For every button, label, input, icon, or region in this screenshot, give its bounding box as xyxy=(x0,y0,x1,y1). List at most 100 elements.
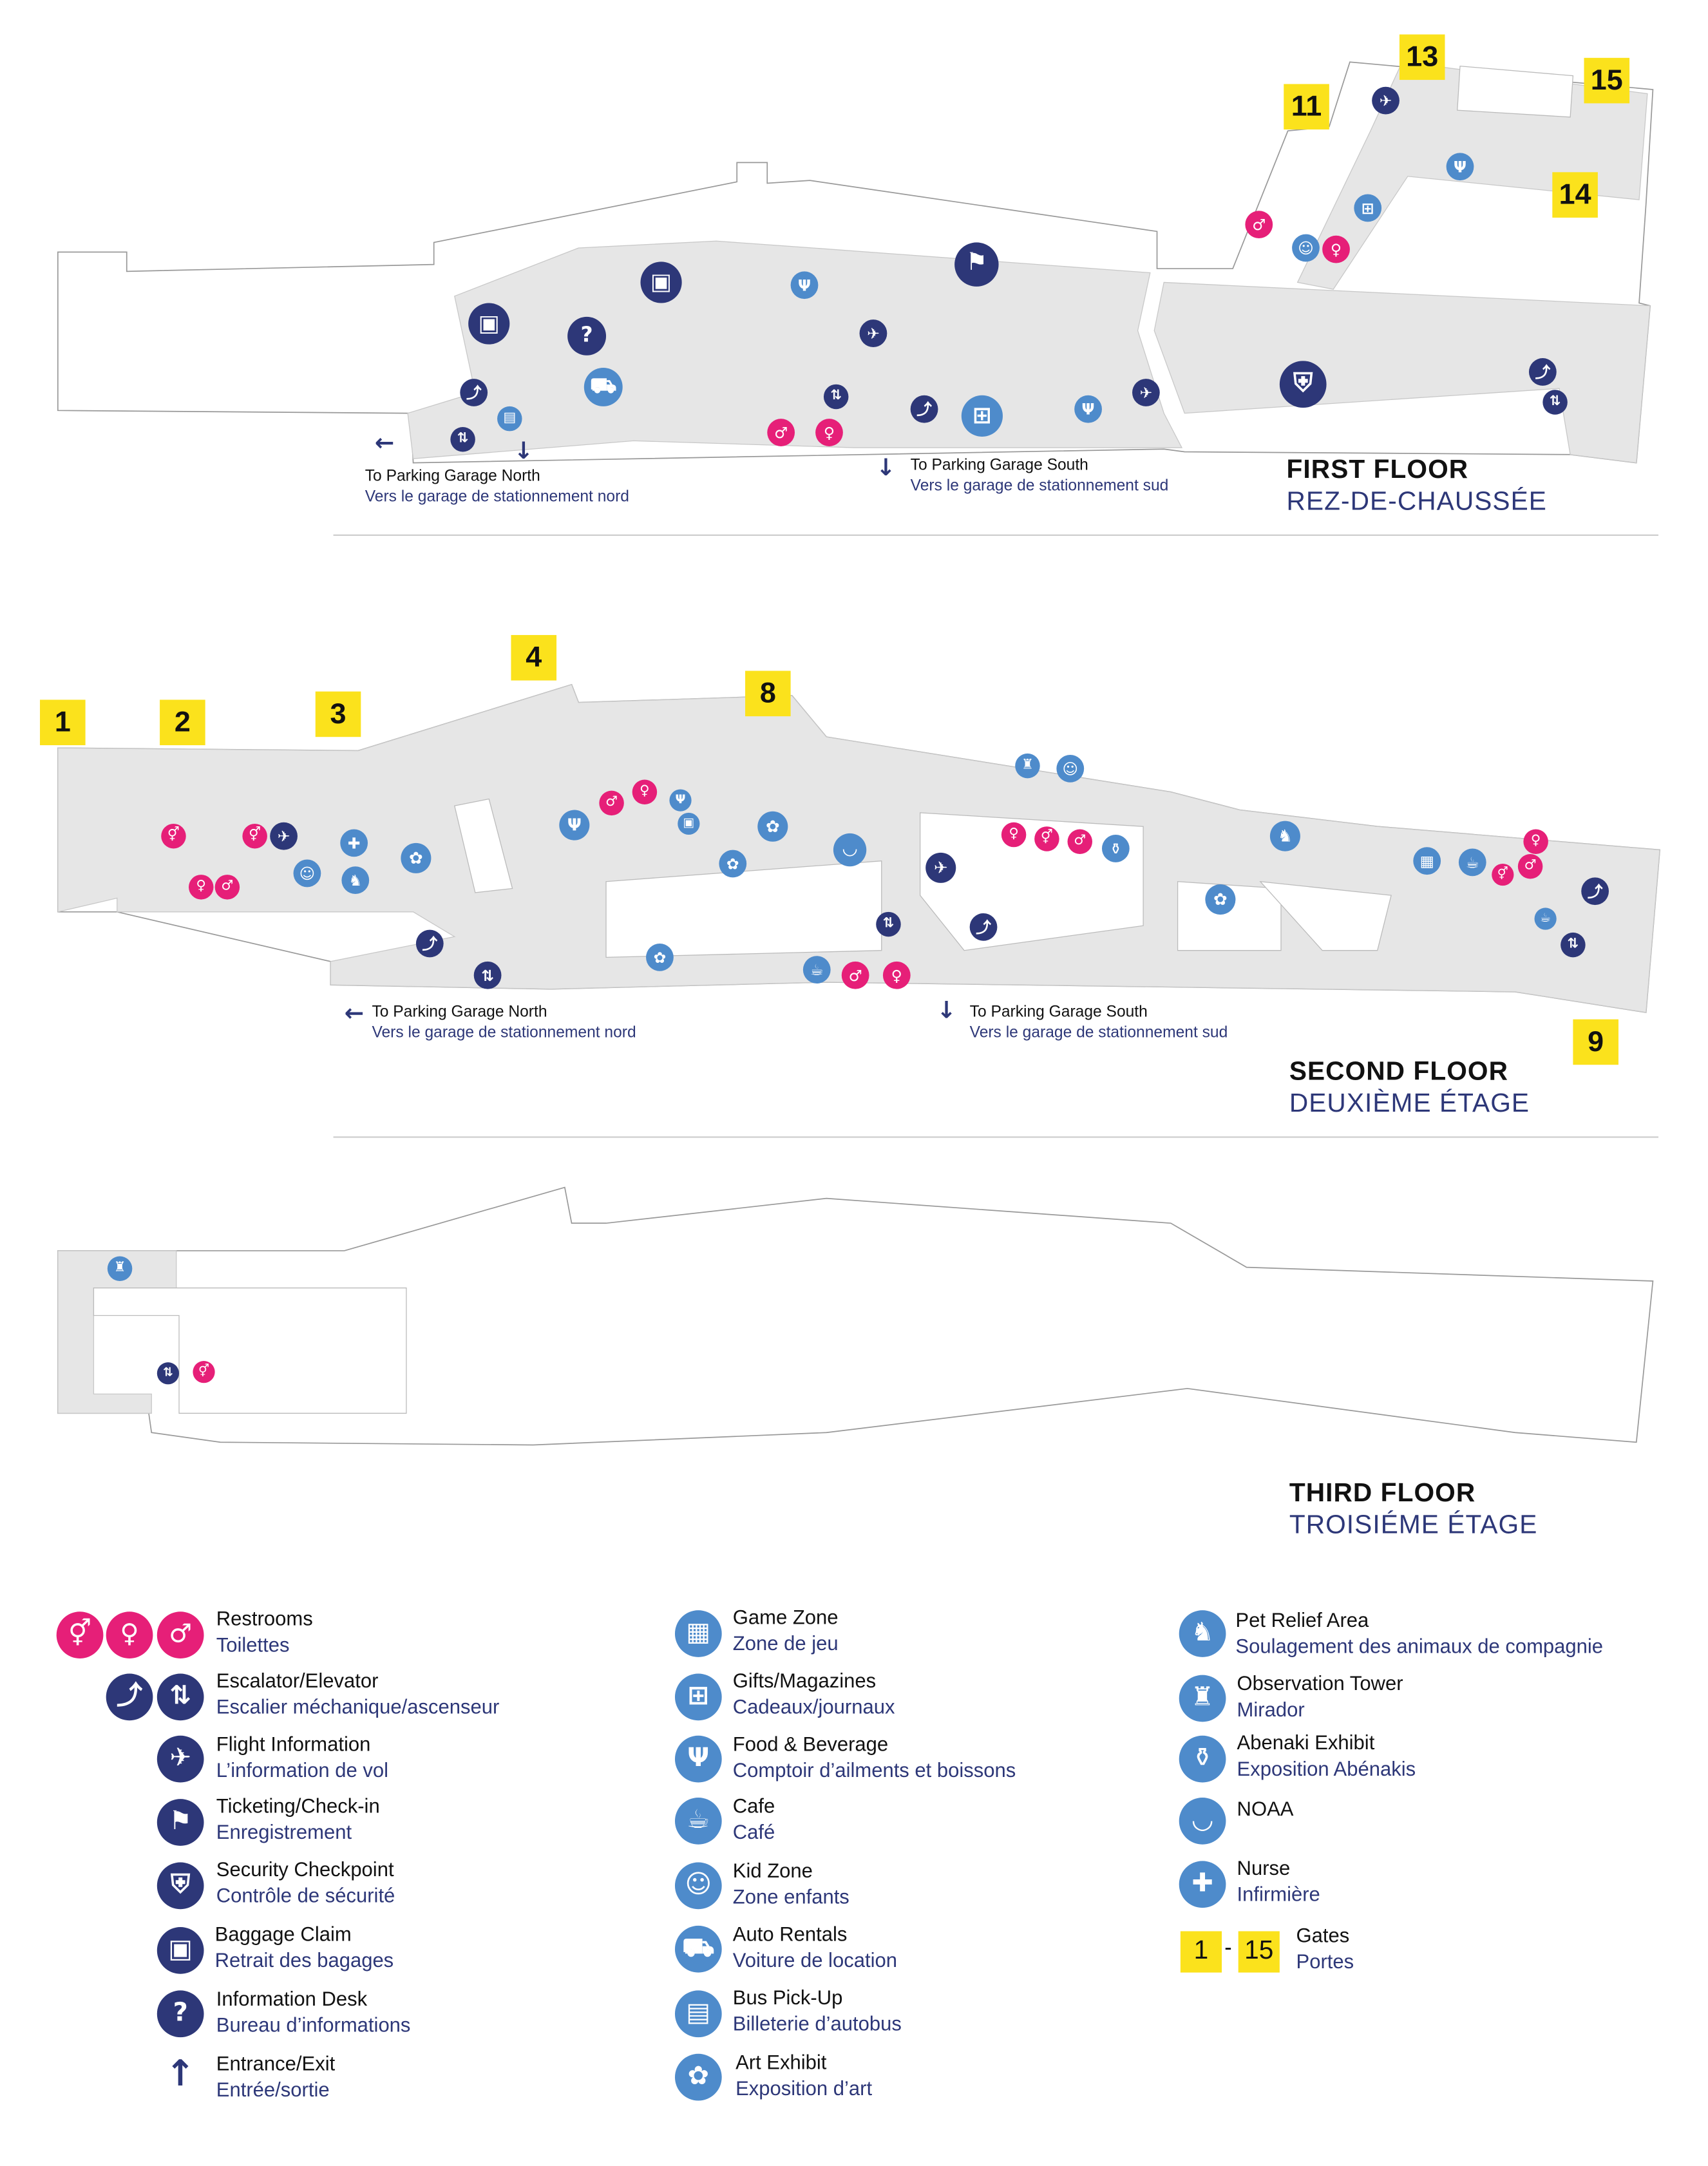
legend-label: NOAA xyxy=(1237,1799,1294,1821)
retail-block xyxy=(1259,880,1392,951)
legend-label-fr: Cadeaux/journaux xyxy=(732,1696,895,1720)
legend-label: Auto Rentals xyxy=(732,1924,848,1946)
restroom-women-icon: ♀ xyxy=(632,779,658,805)
escalator-icon: ⤴ xyxy=(106,1673,153,1721)
escalator-icon: ⤴ xyxy=(415,929,444,958)
third-floor-title: THIRD FLOOR xyxy=(1289,1479,1476,1508)
legend-label-fr: Billeterie d’autobus xyxy=(732,2013,902,2036)
restroom-all-gender-icon: ⚥ xyxy=(56,1611,104,1658)
bus-pickup-icon: ▤ xyxy=(497,406,522,432)
food-beverage-icon: Ψ xyxy=(790,271,819,299)
arrow-left-icon: ← xyxy=(374,430,395,458)
arrow-down-icon: ↓ xyxy=(936,997,956,1025)
parking-south-label[interactable]: To Parking Garage South xyxy=(910,457,1088,474)
food-beverage-icon: Ψ xyxy=(1446,153,1474,181)
legend-label-fr: Contrôle de sécurité xyxy=(216,1885,395,1908)
flight-info-icon: ✈ xyxy=(925,852,956,883)
cafe-icon: ☕ xyxy=(802,956,831,984)
flight-info-icon: ✈ xyxy=(1132,379,1160,406)
legend-label-fr: Soulagement des animaux de compagnie xyxy=(1235,1636,1604,1658)
legend-label-fr: Toilettes xyxy=(216,1635,290,1657)
legend-label-fr: Zone de jeu xyxy=(732,1633,839,1656)
elevator-icon: ⇅ xyxy=(1561,932,1586,958)
parking-north-label[interactable]: To Parking Garage North xyxy=(365,468,540,485)
legend-label: Art Exhibit xyxy=(735,2052,827,2075)
legend-label: Nurse xyxy=(1237,1858,1291,1881)
pet-relief-icon: ♞ xyxy=(341,866,370,895)
parking-south-label[interactable]: To Parking Garage South xyxy=(969,1004,1148,1021)
gate-14-badge: 14 xyxy=(1552,172,1598,218)
restroom-women-icon: ♀ xyxy=(189,875,214,900)
restroom-all-gender-icon: ⚥ xyxy=(1492,863,1514,886)
game-zone-icon: ▦ xyxy=(1413,847,1441,875)
restroom-men-icon: ♂ xyxy=(1245,211,1273,238)
legend-label: Ticketing/Check-in xyxy=(216,1796,380,1819)
legend-label-fr: Café xyxy=(732,1822,775,1845)
elevator-icon: ⇅ xyxy=(450,426,475,452)
restroom-all-gender-icon: ⚥ xyxy=(242,823,267,849)
gate-4-badge: 4 xyxy=(511,634,557,681)
restroom-women-icon: ♀ xyxy=(106,1611,153,1658)
arrow-down-icon: ↓ xyxy=(876,454,896,482)
restroom-men-icon: ♂ xyxy=(157,1611,204,1658)
game-zone-icon: ▦ xyxy=(674,1610,722,1657)
kid-zone-icon: ☺ xyxy=(674,1862,722,1910)
restroom-men-icon: ♂ xyxy=(1067,829,1092,854)
ticketing-icon: ⚑ xyxy=(157,1799,204,1846)
legend-label-fr: Zone enfants xyxy=(732,1887,849,1910)
parking-south-label-fr[interactable]: Vers le garage de stationnement sud xyxy=(910,478,1169,495)
baggage-claim-icon: ▣ xyxy=(157,1927,204,1974)
restroom-all-gender-icon: ⚥ xyxy=(193,1361,215,1383)
legend-label: Food & Beverage xyxy=(732,1734,889,1756)
gate-2-badge: 2 xyxy=(160,699,205,746)
first-floor-main-hall xyxy=(407,240,1183,459)
divider xyxy=(333,1136,1658,1138)
parking-south-label-fr[interactable]: Vers le garage de stationnement sud xyxy=(969,1025,1228,1041)
art-exhibit-icon: ✿ xyxy=(1205,884,1236,915)
second-floor-title: SECOND FLOOR xyxy=(1289,1058,1509,1087)
art-exhibit-icon: ✿ xyxy=(674,2053,722,2101)
food-beverage-icon: Ψ xyxy=(559,810,590,841)
baggage-claim-icon: ▣ xyxy=(468,303,510,345)
nurse-icon: ✚ xyxy=(1179,1861,1226,1908)
legend-label: Gifts/Magazines xyxy=(732,1671,877,1693)
ticketing-icon: ⚑ xyxy=(954,242,999,287)
restroom-men-icon: ♂ xyxy=(841,961,869,989)
kid-zone-icon: ☺ xyxy=(1056,755,1085,783)
elevator-icon: ⇅ xyxy=(473,961,502,989)
bus-pickup-icon: ▤ xyxy=(674,1990,722,2038)
observation-tower-icon: ♜ xyxy=(1015,753,1040,779)
legend-label: Restrooms xyxy=(216,1609,313,1631)
parking-north-label-fr[interactable]: Vers le garage de stationnement nord xyxy=(372,1025,636,1041)
food-beverage-icon: Ψ xyxy=(674,1735,722,1783)
restroom-men-icon: ♂ xyxy=(214,875,240,900)
parking-north-label-fr[interactable]: Vers le garage de stationnement nord xyxy=(365,489,629,506)
elevator-icon: ⇅ xyxy=(876,911,901,937)
arrow-left-icon: ← xyxy=(344,1000,365,1028)
restroom-women-icon: ♀ xyxy=(882,961,911,989)
restroom-men-icon: ♂ xyxy=(767,419,795,446)
escalator-icon: ⤴ xyxy=(1528,358,1557,386)
legend-label: Game Zone xyxy=(732,1607,839,1630)
legend-label-fr: Escalier méchanique/ascenseur xyxy=(216,1696,500,1720)
legend-label: Baggage Claim xyxy=(214,1924,352,1946)
restroom-men-icon: ♂ xyxy=(1517,853,1543,879)
divider xyxy=(333,534,1658,536)
observation-tower-icon: ♜ xyxy=(107,1256,133,1281)
legend-label: Abenaki Exhibit xyxy=(1237,1733,1375,1755)
legend-label: Observation Tower xyxy=(1237,1673,1403,1696)
elevator-icon: ⇅ xyxy=(1542,390,1568,415)
legend-label: Flight Information xyxy=(216,1734,371,1756)
gate-13-badge: 13 xyxy=(1399,34,1445,81)
first-floor-title: FIRST FLOOR xyxy=(1286,455,1469,485)
parking-north-label[interactable]: To Parking Garage North xyxy=(372,1004,547,1021)
cafe-icon: ☕ xyxy=(1458,848,1486,877)
flight-info-icon: ✈ xyxy=(859,319,887,347)
observation-tower-icon: ♜ xyxy=(1179,1675,1226,1722)
info-desk-icon: ? xyxy=(157,1990,204,2038)
flight-info-icon: ✈ xyxy=(1372,86,1400,115)
legend-label-fr: Retrait des bagages xyxy=(214,1950,394,1973)
first-floor-gate-concourse xyxy=(1296,61,1648,290)
escalator-icon: ⤴ xyxy=(969,913,998,941)
baggage-claim-icon: ▣ xyxy=(678,812,700,835)
